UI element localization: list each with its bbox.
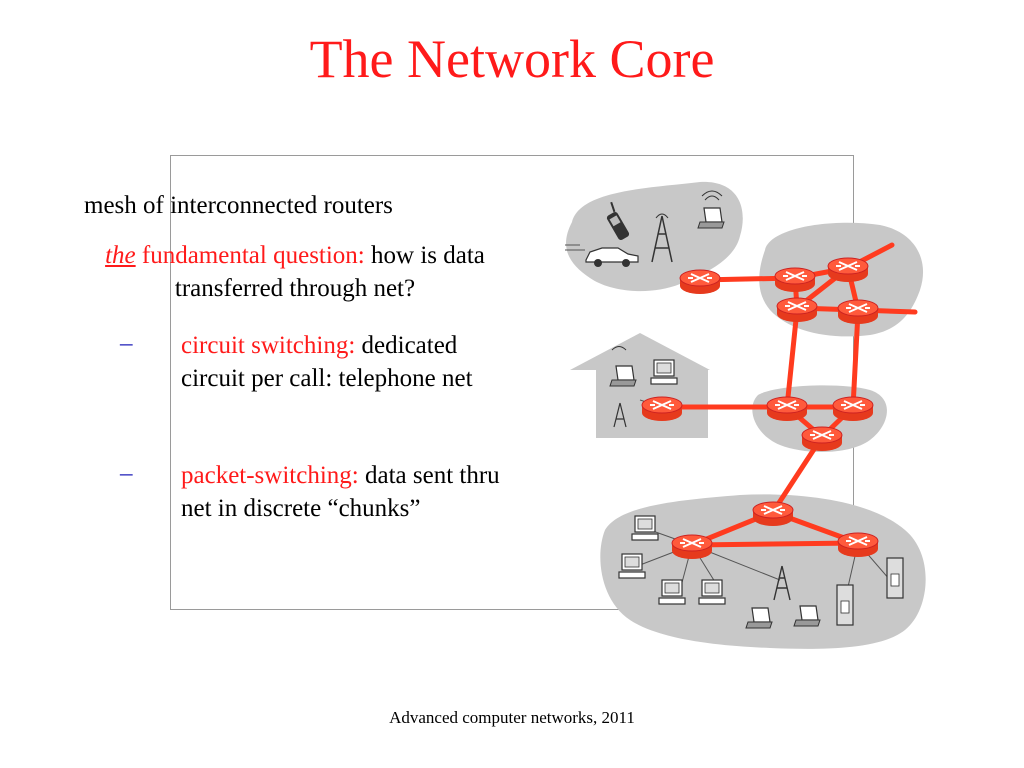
desktop-computer-icon — [650, 359, 678, 385]
router-icon — [837, 299, 879, 325]
question-text: how is data transferred through net? — [174, 242, 485, 302]
slide-title: The Network Core — [309, 29, 715, 89]
sub-bullet-label: packet-switching: — [181, 462, 359, 489]
sub-bullet-marker: – — [120, 330, 133, 357]
router-icon — [801, 426, 843, 452]
cell-tower-icon — [613, 402, 627, 428]
router-icon — [837, 532, 879, 558]
router-icon — [774, 267, 816, 293]
sub-bullet-text: dedicated circuit per call: telephone ne… — [181, 332, 473, 392]
router-icon — [827, 257, 869, 283]
wireless-signal-icon — [701, 190, 723, 201]
sub-bullet-marker: – — [120, 460, 133, 487]
desktop-computer-icon — [631, 515, 659, 541]
question-label: fundamental question: — [135, 242, 365, 269]
router-icon — [766, 396, 808, 422]
router-icon — [671, 534, 713, 560]
network-diagram — [565, 181, 926, 649]
router-icon — [679, 269, 721, 295]
desktop-computer-icon — [658, 579, 686, 605]
wireless-signal-icon — [611, 346, 627, 351]
sub-bullet-text: data sent thru net in discrete “chunks” — [181, 462, 500, 522]
question-emphasis: the — [105, 242, 136, 269]
router-icon — [776, 297, 818, 323]
house-icon — [570, 333, 710, 438]
router-icon — [832, 396, 874, 422]
slide-footer: Advanced computer networks, 2011 — [389, 708, 635, 727]
desktop-computer-icon — [618, 553, 646, 579]
cell-tower-icon — [651, 213, 673, 263]
sub-bullet-label: circuit switching: — [181, 332, 356, 359]
cell-tower-icon — [773, 565, 791, 601]
server-icon — [836, 584, 854, 626]
sub-bullet-circuit-switching: circuit switching: dedicated circuit per… — [181, 330, 481, 395]
server-icon — [886, 557, 904, 599]
car-icon — [585, 247, 639, 267]
bullet-mesh: mesh of interconnected routers — [84, 192, 393, 219]
router-icon — [641, 396, 683, 422]
cloud-mobile-network — [566, 181, 743, 292]
cellphone-icon — [606, 201, 630, 241]
sub-bullet-packet-switching: packet-switching: data sent thru net in … — [181, 460, 511, 525]
bullet-question: the fundamental question: how is data tr… — [80, 240, 510, 305]
desktop-computer-icon — [698, 579, 726, 605]
router-icon — [752, 501, 794, 527]
